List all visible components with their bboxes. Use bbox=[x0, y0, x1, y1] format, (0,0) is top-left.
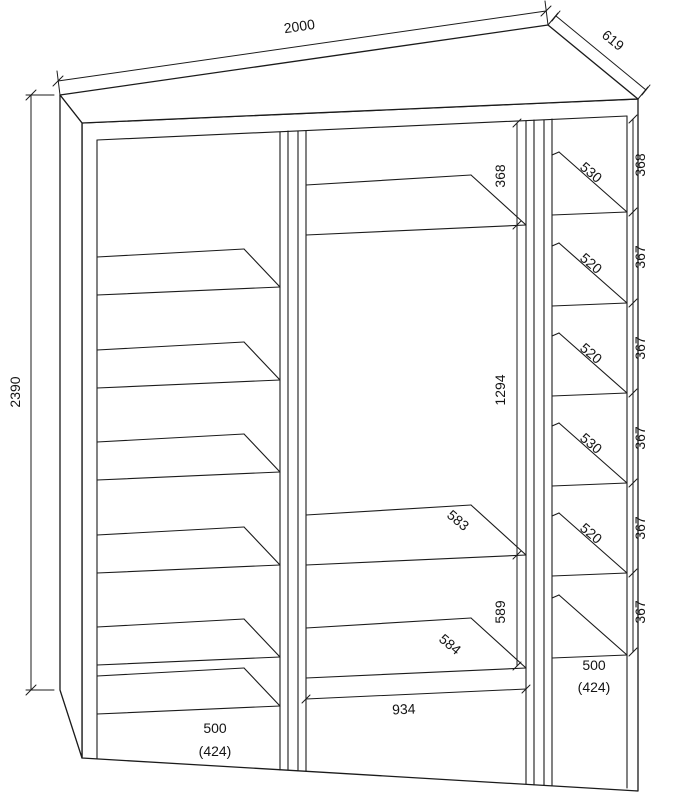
front-face bbox=[81, 98, 639, 792]
dim-right-column-width-alt: (424) bbox=[578, 679, 611, 695]
right-column-shelves bbox=[551, 151, 628, 659]
dim-overall-height: 2390 bbox=[7, 376, 23, 407]
left-side-face bbox=[59, 94, 83, 759]
outer-shell bbox=[59, 24, 639, 792]
dim-right-compartment-height-4: 367 bbox=[632, 426, 648, 450]
dim-middle-hanging-height: 1294 bbox=[492, 374, 508, 405]
dim-middle-inner-width: 934 bbox=[392, 700, 416, 717]
dim-right-compartment-height-1: 368 bbox=[632, 153, 648, 177]
dim-right-compartment-height-3: 367 bbox=[632, 336, 648, 360]
dim-right-compartment-height-2: 367 bbox=[632, 245, 648, 269]
dim-overall-depth: 619 bbox=[599, 27, 627, 54]
left-column-shelves bbox=[96, 248, 281, 715]
dimension-lines bbox=[25, 0, 651, 704]
dim-left-column-width: 500 bbox=[203, 720, 227, 736]
dim-right-column-width: 500 bbox=[582, 657, 606, 673]
dim-left-column-width-alt: (424) bbox=[199, 743, 232, 759]
dim-overall-width: 2000 bbox=[283, 16, 316, 36]
dim-middle-top-shelf-height: 368 bbox=[492, 164, 508, 188]
dim-middle-bottom-height: 589 bbox=[492, 600, 508, 624]
dim-right-compartment-height-6: 367 bbox=[632, 600, 648, 624]
interior-frame bbox=[96, 115, 628, 789]
dim-right-compartment-height-5: 367 bbox=[632, 516, 648, 540]
